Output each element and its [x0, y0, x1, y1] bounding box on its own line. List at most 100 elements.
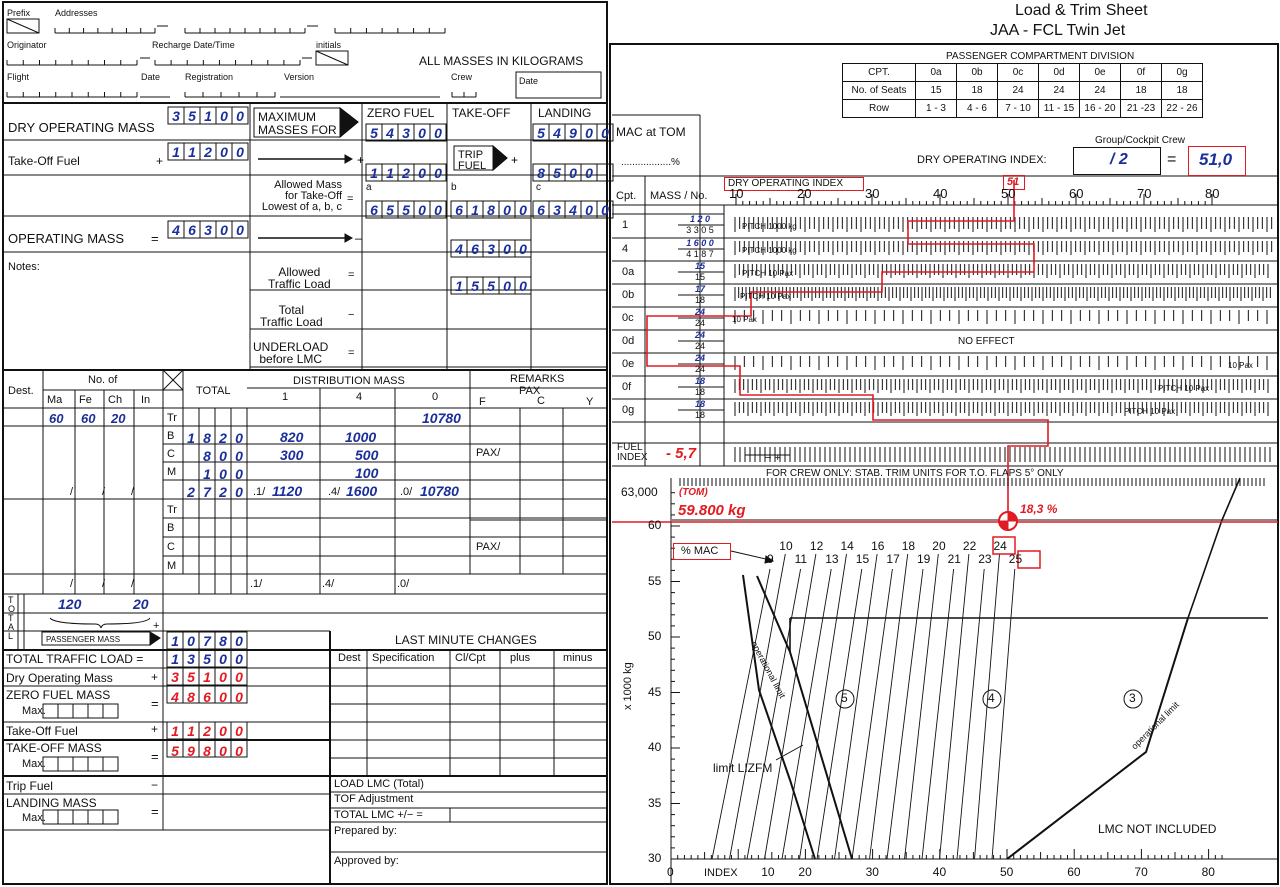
zfm-max-box — [42, 703, 119, 719]
env-ytick-label: 55 — [648, 573, 662, 588]
tr-0: 10780 — [422, 410, 461, 426]
mac-line-label: 23 — [978, 552, 992, 566]
index-row-cpt: 0g — [622, 404, 635, 416]
lmc-total: TOTAL LMC +/− = — [334, 809, 423, 821]
date2-label: Date — [519, 76, 539, 86]
tof-digit: 2 — [204, 144, 212, 160]
pcd-table: CPT. 0a 0b 0c 0d 0e 0f 0g No. of Seats 1… — [842, 63, 1203, 118]
zone-label: 4 — [988, 691, 995, 705]
mac-line-label: 19 — [917, 552, 931, 566]
pax-total: 120 — [58, 596, 82, 612]
zfm-digit: 4 — [386, 125, 394, 141]
om-digit: 0 — [236, 222, 244, 238]
index-row-cpt: 0c — [622, 312, 634, 324]
digit-cell — [429, 163, 447, 182]
addresses-label: Addresses — [55, 8, 98, 18]
c-digit: 4 — [569, 202, 577, 218]
tof-label: Take-Off Fuel — [8, 154, 80, 168]
zone-circle — [835, 689, 855, 709]
index-row-bottom: 4 1 8 7 — [686, 249, 714, 259]
scale-tick-label: 30 — [865, 186, 880, 201]
rule — [315, 50, 349, 66]
ldm-label: LANDING MASS — [6, 796, 97, 810]
slash: / — [131, 486, 135, 498]
tot-tof-digit: 1 — [171, 723, 179, 739]
ch-total: 20 — [133, 596, 149, 612]
total-letter: L — [8, 631, 14, 641]
index-row-top: 1 2 0 — [689, 214, 711, 224]
mac-line — [904, 553, 939, 860]
digit-cell — [230, 685, 248, 704]
mac-line — [886, 568, 924, 860]
b-total-digit: 2 — [219, 430, 227, 446]
mac-line — [939, 553, 970, 860]
om-row-digit: 0 — [519, 241, 527, 257]
a-digit: 0 — [418, 202, 426, 218]
fuel-index-label: FUEL INDEX — [617, 442, 648, 463]
tom-digit: 8 — [203, 743, 211, 759]
b-digit: 1 — [471, 202, 479, 218]
pcd-cpt: 0d — [1038, 63, 1080, 82]
arrow — [344, 233, 354, 243]
lmc-col-cl: Cl/Cpt — [455, 652, 486, 664]
ldm-digit: 0 — [601, 125, 609, 141]
sum2-p1: .1/ — [250, 578, 263, 590]
traffic-digit: 5 — [487, 278, 495, 294]
ttl-label: TOTAL TRAFFIC LOAD = — [6, 652, 144, 666]
crew-label: Crew — [451, 72, 473, 82]
index-row-pitch: 10 Pax — [1228, 361, 1253, 370]
zfm-label: ZERO FUEL MASS — [6, 688, 111, 702]
doi-label: DRY OPERATING INDEX: — [917, 154, 1047, 166]
digit-cell — [230, 631, 248, 650]
index-row-bottom: 24 — [694, 341, 705, 351]
tom-cg-fill — [1007, 511, 1018, 522]
pax-mass-digit: 0 — [235, 633, 243, 649]
scale-tick-label: 70 — [1137, 186, 1152, 201]
remarks-header: REMARKS — [510, 373, 565, 385]
pax-count-ma: 60 — [49, 411, 64, 426]
m-4: 100 — [355, 465, 379, 481]
ttl-digit: 0 — [235, 651, 243, 667]
zfm-max: Max. — [22, 705, 46, 717]
zfm-digit-tot: 4 — [171, 689, 179, 705]
mac-19-box — [1017, 550, 1041, 569]
index-row-bottom: 18 — [694, 387, 705, 397]
trip-label: Trip Fuel — [6, 779, 53, 793]
index-row-cpt: 0f — [622, 381, 632, 393]
index-row-pitch: PITCH 10 Pax — [740, 292, 792, 301]
dom-digit: 5 — [188, 108, 196, 124]
digit-cell — [596, 123, 614, 142]
fcy-c: C — [537, 395, 545, 407]
dcol-4: 4 — [356, 391, 363, 403]
slash: / — [102, 486, 106, 498]
mac-line-label: 22 — [962, 539, 977, 553]
mac-tom-label: MAC at TOM — [616, 125, 686, 139]
dom-digit: 0 — [236, 108, 244, 124]
env-right-upper — [1187, 477, 1241, 619]
slash: / — [70, 578, 74, 590]
c-digit: 0 — [601, 202, 609, 218]
m-total-digit: 0 — [219, 466, 227, 482]
b-digit: 8 — [487, 202, 495, 218]
pax-count-ch: 20 — [111, 411, 126, 426]
digit-cell — [231, 142, 249, 161]
take-off-header: TAKE-OFF — [452, 106, 511, 120]
mac-18-box — [992, 536, 1016, 555]
env-xtick-label: 80 — [1201, 865, 1215, 879]
rule — [6, 18, 40, 34]
env-xtick-label: 30 — [865, 865, 879, 879]
pcd-cpt: 0g — [1161, 63, 1203, 82]
om-row-digit: 4 — [455, 241, 463, 257]
dcol-1: 1 — [282, 391, 289, 403]
a-digit: 5 — [402, 202, 410, 218]
c-digit: 3 — [553, 202, 561, 218]
index-row-pitch: PITCH 10 Pax — [1124, 407, 1176, 416]
mac-line — [851, 568, 893, 860]
digit-cell — [514, 200, 532, 219]
dom-label: DRY OPERATING MASS — [8, 120, 155, 135]
pax-mass-digit: 1 — [171, 633, 179, 649]
sum2-p0: .0/ — [397, 578, 410, 590]
slash: / — [102, 578, 106, 590]
mac-line-label: 17 — [886, 552, 900, 566]
